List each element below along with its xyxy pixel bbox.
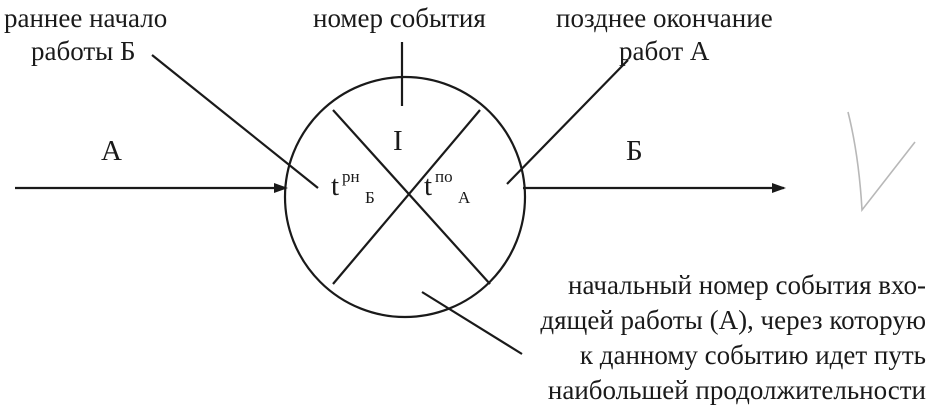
leader-bottom-note <box>421 291 523 355</box>
pencil-check-mark-icon <box>847 111 916 213</box>
label-bottom-line1: начальный номер события вхо- <box>568 270 926 300</box>
label-work-a: А <box>101 135 122 167</box>
event-numeral: I <box>393 125 403 157</box>
divider-diagonal-2 <box>332 109 481 285</box>
label-bottom-line3: к данному событию идет путь <box>580 340 926 370</box>
label-late-finish-line1: позднее окончание <box>556 3 773 33</box>
label-early-start-line2: работы Б <box>31 36 136 66</box>
formula-late-finish: t по А <box>424 167 471 207</box>
label-late-finish-line2: работ А <box>619 36 710 66</box>
label-bottom-line2: дящей работы (А), через которую <box>540 305 926 335</box>
event-circle <box>283 75 527 319</box>
leader-late-finish <box>506 59 629 185</box>
label-event-number: номер события <box>313 3 486 33</box>
formula-early-start: t рн Б <box>331 167 375 207</box>
label-bottom-line4: наибольшей продолжительности <box>548 375 926 405</box>
label-work-b: Б <box>626 135 643 167</box>
leader-early-start <box>151 54 319 189</box>
divider-diagonal-1 <box>332 109 491 285</box>
label-early-start-line1: раннее начало <box>4 3 167 33</box>
